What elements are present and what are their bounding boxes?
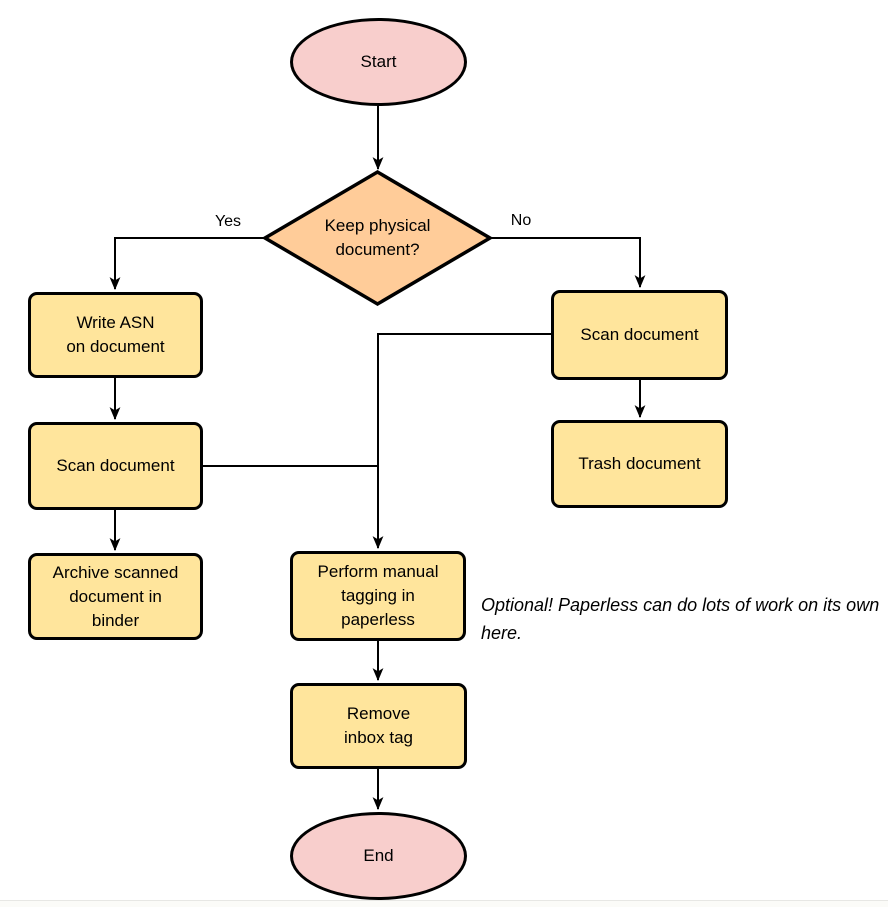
edge-decision-to-scan-right bbox=[490, 237, 646, 289]
node-text-trash: Trash document bbox=[578, 454, 701, 473]
node-text-scan-left: Scan document bbox=[56, 456, 175, 475]
node-scan-left: Scan document bbox=[28, 422, 203, 510]
node-text-end: End bbox=[363, 846, 394, 865]
node-start: Start bbox=[290, 18, 467, 106]
edge-label-decision-to-scan-right: No bbox=[508, 212, 534, 230]
node-text-start: Start bbox=[360, 52, 397, 71]
edge-decision-to-write-asn bbox=[109, 237, 265, 291]
node-scan-right: Scan document bbox=[551, 290, 728, 380]
edge-label-decision-to-write-asn: Yes bbox=[212, 213, 244, 231]
node-text-scan-right: Scan document bbox=[580, 325, 699, 344]
node-keep-physical bbox=[261, 169, 494, 307]
edge-scan-right-to-tagging bbox=[372, 333, 551, 550]
note-optional-paperless: Optional! Paperless can do lots of work … bbox=[481, 595, 880, 643]
bottom-edge-strip bbox=[0, 900, 888, 907]
node-end: End bbox=[290, 812, 467, 900]
node-trash: Trash document bbox=[551, 420, 728, 508]
